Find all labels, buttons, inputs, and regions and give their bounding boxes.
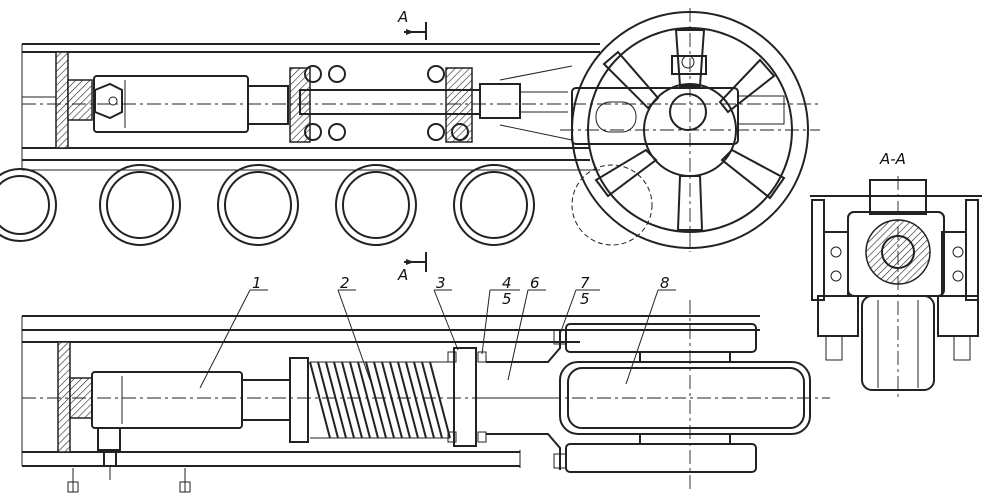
callout-7: 7 (580, 274, 590, 292)
callout-3: 3 (436, 274, 446, 292)
callouts: 1 2 3 4 5 6 7 5 8 (199, 274, 676, 389)
callout-4-sub: 5 (502, 290, 512, 308)
section-label-top: A (397, 8, 408, 26)
spring (309, 361, 451, 439)
callout-7-sub: 5 (580, 290, 590, 308)
section-label-bottom: A (397, 266, 408, 284)
callout-8: 8 (660, 274, 670, 292)
section-marker-top: A (397, 8, 427, 40)
callout-4: 4 (502, 274, 512, 292)
rail-bolts (67, 468, 191, 493)
bottom-view (21, 300, 830, 493)
wheel (560, 8, 820, 252)
callout-6: 6 (530, 274, 540, 292)
callout-2: 2 (340, 274, 350, 292)
top-view (0, 8, 820, 252)
section-view: A-A (810, 150, 982, 398)
callout-1: 1 (252, 274, 262, 292)
section-view-title: A-A (879, 150, 906, 168)
section-marker-bottom: A (397, 252, 427, 284)
